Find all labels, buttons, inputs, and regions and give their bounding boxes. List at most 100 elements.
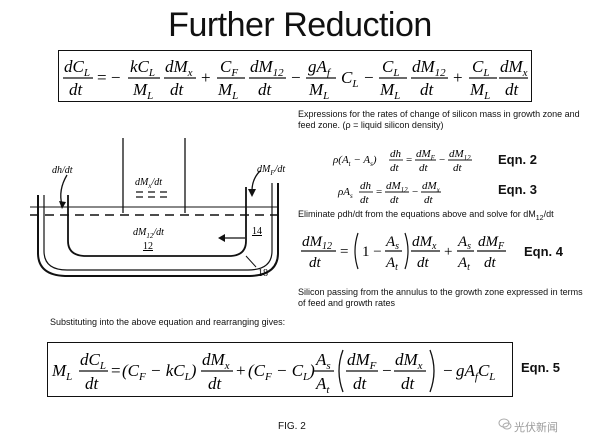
equation-2: ρ(At − As) dh dt = dMF dt − dM12 dt: [332, 144, 483, 178]
svg-text:dM12: dM12: [386, 180, 408, 194]
main-equation-box: [58, 50, 532, 102]
svg-text:dt: dt: [401, 374, 416, 393]
main-t2-den: dt: [170, 80, 185, 99]
main-t6-num: CL: [382, 57, 399, 79]
main-t5-den: ML: [308, 80, 329, 102]
main-plus1: +: [201, 68, 211, 87]
svg-text:At: At: [315, 374, 330, 396]
outer-crucible-inner-line: [43, 183, 273, 271]
svg-text:dMx: dMx: [422, 180, 441, 194]
svg-text:=: =: [111, 361, 121, 380]
svg-text:=: =: [376, 186, 382, 198]
svg-text:As: As: [457, 234, 471, 252]
figure-caption: FIG. 2: [278, 421, 306, 432]
svg-text:ρ(At − As): ρ(At − As): [332, 154, 377, 168]
main-minus2: −: [364, 68, 374, 87]
svg-text:At: At: [457, 255, 470, 273]
equation-3: ρAs dh dt = dM12 dt − dMx dt: [337, 176, 478, 210]
text-passing: Silicon passing from the annulus to the …: [298, 287, 583, 308]
main-t8-num: CL: [472, 57, 489, 79]
main-equals: = −: [97, 68, 120, 87]
svg-text:dMx: dMx: [202, 350, 230, 372]
svg-text:dMx: dMx: [395, 350, 423, 372]
svg-text:+: +: [444, 244, 452, 260]
svg-text:−: −: [412, 186, 418, 198]
main-t5-num: gAf: [308, 57, 332, 79]
main-t1-den: ML: [132, 80, 153, 102]
main-t3-num: CF: [220, 57, 238, 79]
main-t4-den: dt: [258, 80, 273, 99]
page-title: Further Reduction: [168, 6, 432, 44]
ref-18-leader: [245, 255, 257, 268]
svg-text:dt: dt: [453, 162, 463, 174]
svg-text:dt: dt: [390, 194, 400, 206]
inner-weir: [67, 187, 247, 257]
svg-text:1 −: 1 −: [362, 244, 382, 260]
eqn5-label: Eqn. 5: [521, 360, 561, 375]
main-t3-den: ML: [217, 80, 238, 102]
svg-text:dt: dt: [424, 194, 434, 206]
svg-text:(CF − CL): (CF − CL): [248, 361, 315, 383]
ref-18: 18: [258, 268, 268, 279]
svg-text:=: =: [406, 154, 412, 166]
main-t5-after: CL: [341, 68, 358, 90]
svg-text:dt: dt: [484, 255, 497, 271]
main-t7-den: dt: [420, 80, 435, 99]
main-t8-den: ML: [469, 80, 490, 102]
dhdt-arrow: [60, 174, 68, 206]
svg-text:ML: ML: [51, 361, 72, 383]
svg-text:dt: dt: [419, 162, 429, 174]
text-eliminate: Eliminate ρdh/dt from the equations abov…: [298, 209, 554, 222]
svg-text:dt: dt: [353, 374, 368, 393]
main-minus1: −: [291, 68, 301, 87]
main-t1-num: kCL: [130, 57, 155, 79]
svg-text:dt: dt: [85, 374, 100, 393]
svg-text:dh: dh: [360, 180, 372, 192]
svg-text:−: −: [443, 361, 453, 380]
main-t4-num: dM12: [250, 57, 284, 79]
svg-text:dCL: dCL: [80, 350, 106, 372]
main-equation: dCL dt = − kCL ML dMx dt + CF ML dM12 dt…: [60, 52, 530, 102]
svg-text:dM12: dM12: [302, 234, 332, 252]
label-dMF: dMF/dt: [257, 164, 285, 177]
svg-text:dt: dt: [360, 194, 370, 206]
svg-text:=: =: [340, 244, 348, 260]
svg-text:As: As: [315, 350, 331, 372]
svg-text:gAfCL: gAfCL: [456, 361, 495, 383]
label-dMx: dMx/dt: [135, 177, 162, 190]
main-t2-num: dMx: [165, 57, 193, 79]
eqn4-label: Eqn. 4: [524, 244, 564, 259]
main-t9-den: dt: [505, 80, 520, 99]
equation-4: dM12 dt = 1 − As At dMx dt + As At dMF d…: [300, 227, 520, 275]
eqn2-label: Eqn. 2: [498, 152, 538, 167]
svg-text:dt: dt: [208, 374, 223, 393]
svg-text:dh: dh: [390, 148, 402, 160]
eqn3-label: Eqn. 3: [498, 182, 538, 197]
main-lhs-num: dCL: [64, 57, 90, 79]
main-plus2: +: [453, 68, 463, 87]
label-dM12: dM12/dt: [133, 227, 164, 240]
svg-text:dMF: dMF: [347, 350, 377, 372]
svg-text:dMx: dMx: [412, 234, 437, 252]
main-t7-num: dM12: [412, 57, 446, 79]
svg-text:−: −: [439, 154, 445, 166]
svg-text:dt: dt: [417, 255, 430, 271]
svg-text:+: +: [236, 361, 246, 380]
svg-text:dt: dt: [390, 162, 400, 174]
ref-12: 12: [143, 241, 153, 252]
main-t6-den: ML: [379, 80, 400, 102]
svg-text:dMF: dMF: [478, 234, 505, 252]
svg-text:As: As: [385, 234, 399, 252]
svg-text:At: At: [385, 255, 398, 273]
equation-5-box: [47, 342, 513, 397]
main-lhs-den: dt: [69, 80, 84, 99]
ref-14: 14: [252, 226, 262, 237]
wechat-icon: [498, 418, 512, 430]
text-substituting: Substituting into the above equation and…: [50, 317, 286, 327]
text-expressions: Expressions for the rates of change of s…: [298, 109, 580, 130]
svg-text:−: −: [382, 361, 392, 380]
label-dhdt: dh/dt: [52, 165, 73, 176]
outer-crucible: [37, 183, 279, 277]
svg-text:ρAs: ρAs: [337, 186, 353, 200]
watermark: 光伏新闻: [514, 421, 558, 434]
